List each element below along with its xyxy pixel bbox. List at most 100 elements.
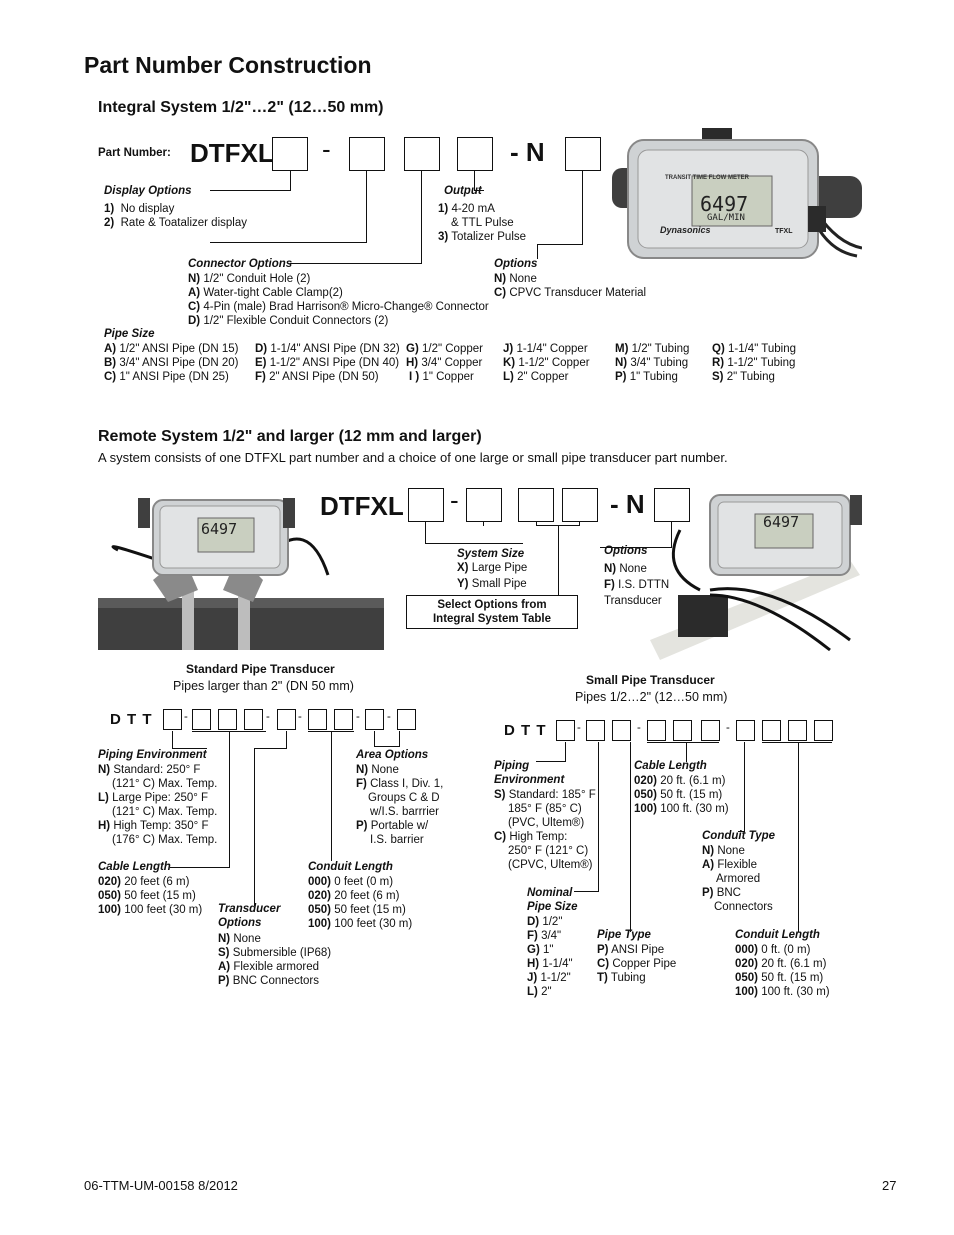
std-code-box-5 xyxy=(277,709,296,730)
sm-code-box-2 xyxy=(586,720,605,741)
std-cable-length-title: Cable Length xyxy=(98,861,171,873)
pipe-size-col-1: A) 1/2" ANSI Pipe (DN 15) B) 3/4" ANSI P… xyxy=(104,343,239,383)
standard-subtitle: Pipes larger than 2" (DN 50 mm) xyxy=(173,679,354,693)
standard-transducer-photo xyxy=(98,498,384,650)
integral-meter-logo: Dynasonics xyxy=(660,225,711,235)
sm-cable-length-title: Cable Length xyxy=(634,760,707,772)
display-option-box xyxy=(272,137,308,171)
remote-box-4 xyxy=(562,488,598,522)
std-area-options-title: Area Options xyxy=(356,749,429,761)
pipe-size-title: Pipe Size xyxy=(104,328,155,340)
output-box xyxy=(457,137,493,171)
remote-dash-n: - N xyxy=(610,489,645,519)
sm-pipe-type-title: Pipe Type xyxy=(597,929,651,941)
small-transducer-photo xyxy=(650,494,862,660)
std-code-box-6 xyxy=(308,709,327,730)
remote-options-box xyxy=(654,488,690,522)
sm-conduit-length-list: 000) 0 ft. (0 m) 020) 20 ft. (6.1 m) 050… xyxy=(735,944,830,998)
std-code-box-7 xyxy=(334,709,353,730)
sm-nominal-pipe-title-2: Pipe Size xyxy=(527,901,578,913)
integral-meter-model: TFXL xyxy=(775,228,793,235)
integral-meter-brand: TRANSIT TIME FLOW METER xyxy=(665,175,749,181)
sm-pipe-type-list: P) ANSI Pipe C) Copper Pipe T) Tubing xyxy=(597,944,677,984)
sm-code-box-4 xyxy=(647,720,666,741)
part-number-label: Part Number: xyxy=(98,147,171,159)
std-code-box-3 xyxy=(218,709,237,730)
output-title: Output xyxy=(444,185,482,197)
sm-piping-env-title-1: Piping xyxy=(494,760,530,772)
std-code-box-2 xyxy=(192,709,211,730)
sm-cable-length-list: 020) 20 ft. (6.1 m) 050) 50 ft. (15 m) 1… xyxy=(634,775,729,815)
remote-options-title: Options xyxy=(604,545,648,557)
remote-options-list: N) None F) I.S. DTTN Transducer xyxy=(604,563,670,607)
pipe-size-col-5: M) 1/2" Tubing N) 3/4" Tubing P) 1" Tubi… xyxy=(615,343,690,383)
system-size-list: X) Large Pipe Y) Small Pipe xyxy=(457,562,528,590)
sm-nominal-pipe-list: D) 1/2" F) 3/4" G) 1" H) 1-1/4" J) 1-1/2… xyxy=(527,916,573,998)
sm-code-box-7 xyxy=(736,720,755,741)
pipe-size-col-4: J) 1-1/4" Copper K) 1-1/2" Copper L) 2" … xyxy=(503,343,590,383)
standard-dtt-prefix: D T T xyxy=(110,711,153,728)
integral-meter-photo xyxy=(612,128,862,259)
sm-piping-env-list: S) Standard: 185° F 185° F (85° C) (PVC,… xyxy=(494,789,596,871)
integral-meter-reading: 6497 xyxy=(700,192,749,216)
remote-dash-1: - xyxy=(450,485,459,515)
integral-dash-n: - N xyxy=(510,137,545,167)
pipe-size-col-2: D) 1-1/4" ANSI Pipe (DN 32) E) 1-1/2" AN… xyxy=(255,343,400,383)
options-box xyxy=(565,137,601,171)
sm-conduit-length-title: Conduit Length xyxy=(735,929,820,941)
standard-meter-reading: 6497 xyxy=(201,520,238,538)
std-code-box-9 xyxy=(397,709,416,730)
integral-prefix: DTFXL xyxy=(190,138,274,168)
std-transducer-options-list: N) None S) Submersible (IP68) A) Flexibl… xyxy=(218,933,332,987)
connector-options-title: Connector Options xyxy=(188,258,293,270)
pipe-size-box xyxy=(349,137,385,171)
sm-conduit-type-title: Conduit Type xyxy=(702,830,776,842)
remote-box-2 xyxy=(466,488,502,522)
standard-title: Standard Pipe Transducer xyxy=(186,662,335,676)
connector-option-box xyxy=(404,137,440,171)
sm-nominal-pipe-title-1: Nominal xyxy=(527,887,573,899)
options-title: Options xyxy=(494,258,538,270)
sm-piping-env-title-2: Environment xyxy=(494,774,565,786)
pipe-size-col-3: G) 1/2" Copper H) 3/4" Copper I ) 1" Cop… xyxy=(406,343,483,383)
connector-options-list: N) 1/2" Conduit Hole (2) A) Water-tight … xyxy=(188,273,489,327)
integral-heading: Integral System 1/2"…2" (12…50 mm) xyxy=(98,99,384,116)
sm-conduit-type-list: N) None A) Flexible Armored P) BNC Conne… xyxy=(702,845,773,913)
std-transducer-options-title-2: Options xyxy=(218,917,262,929)
output-list: 1) 4-20 mA & TTL Pulse 3) Totalizer Puls… xyxy=(438,203,527,243)
integral-meter-units: GAL/MIN xyxy=(707,213,745,223)
remote-heading: Remote System 1/2" and larger (12 mm and… xyxy=(98,428,482,445)
small-title: Small Pipe Transducer xyxy=(586,673,715,687)
sm-code-box-9 xyxy=(788,720,807,741)
display-options-title: Display Options xyxy=(104,185,192,197)
remote-box-3 xyxy=(518,488,554,522)
display-options-list: 1) No display 2) Rate & Toatalizer displ… xyxy=(104,203,247,229)
select-options-note: Select Options from Integral System Tabl… xyxy=(406,595,578,629)
sm-code-box-8 xyxy=(762,720,781,741)
std-code-box-4 xyxy=(244,709,263,730)
options-list: N) None C) CPVC Transducer Material xyxy=(494,273,647,299)
std-piping-env-title: Piping Environment xyxy=(98,749,207,761)
std-code-box-1 xyxy=(163,709,182,730)
small-meter-reading: 6497 xyxy=(763,513,800,531)
std-conduit-length-list: 000) 0 feet (0 m) 020) 20 feet (6 m) 050… xyxy=(308,876,413,930)
sm-code-box-5 xyxy=(673,720,692,741)
small-dtt-prefix: D T T xyxy=(504,722,547,739)
std-code-box-8 xyxy=(365,709,384,730)
std-conduit-length-title: Conduit Length xyxy=(308,861,393,873)
footer-doc-id: 06-TTM-UM-00158 8/2012 xyxy=(84,1178,238,1193)
sm-code-box-10 xyxy=(814,720,833,741)
system-size-title: System Size xyxy=(457,548,525,560)
std-area-options-list: N) None F) Class I, Div. 1, Groups C & D… xyxy=(356,764,444,846)
page-title: Part Number Construction xyxy=(84,52,372,78)
std-transducer-options-title-1: Transducer xyxy=(218,903,281,915)
system-size-box xyxy=(408,488,444,522)
sm-code-box-6 xyxy=(701,720,720,741)
remote-intro: A system consists of one DTFXL part numb… xyxy=(98,450,728,465)
remote-prefix: DTFXL xyxy=(320,491,404,521)
pipe-size-col-6: Q) 1-1/4" Tubing R) 1-1/2" Tubing S) 2" … xyxy=(712,343,797,383)
sm-code-box-3 xyxy=(612,720,631,741)
sm-code-box-1 xyxy=(556,720,575,741)
small-subtitle: Pipes 1/2…2" (12…50 mm) xyxy=(575,690,728,704)
std-cable-length-list: 020) 20 feet (6 m) 050) 50 feet (15 m) 1… xyxy=(98,876,203,916)
